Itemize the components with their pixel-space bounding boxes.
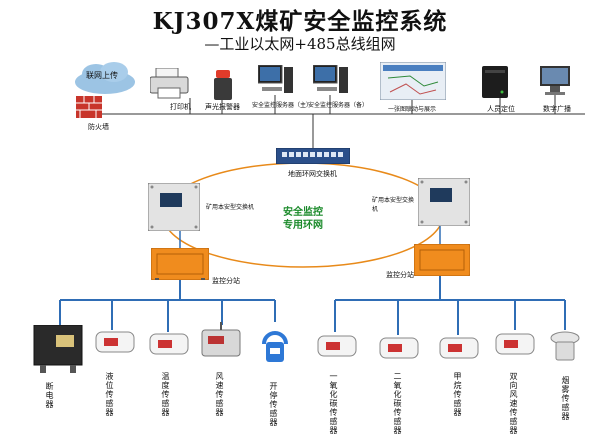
printer-icon — [150, 68, 189, 99]
firewall-icon — [76, 96, 102, 118]
server-backup-icon — [313, 65, 348, 93]
personnel-server-icon — [482, 66, 508, 98]
alarm-icon — [214, 70, 232, 100]
sensor-label-4: 开停传感器 — [269, 382, 278, 427]
ring-label-line2: 专用环网 — [283, 220, 323, 231]
ring-label: 安全监控 专用环网 — [268, 206, 338, 232]
sensor-label-7: 甲烷传感器 — [453, 372, 462, 417]
co-sensor-icon — [317, 335, 357, 357]
bidirectional-wind-sensor-icon — [495, 333, 535, 355]
page-subtitle: —工业以太网+485总线组网 — [204, 35, 396, 53]
sensor-label-6: 二氧化碳传感器 — [393, 372, 402, 435]
substation-right-icon — [414, 244, 470, 276]
substation-right-label: 监控分站 — [386, 271, 414, 279]
sensor-label-2: 温度传感器 — [161, 372, 170, 417]
page-title: KJ307X煤矿安全监控系统 — [152, 8, 448, 35]
mine-switch-left-icon — [148, 183, 200, 231]
mine-switch-right-label: 矿用本安型交换机 — [372, 197, 415, 213]
on-off-sensor-icon — [262, 331, 288, 362]
sensor-label-3: 风速传感器 — [215, 372, 224, 417]
cloud-icon — [75, 62, 135, 94]
sensor-label-8: 双向风速传感器 — [509, 372, 518, 435]
display-wall-icon — [380, 62, 446, 100]
ground-ring-switch-icon — [276, 148, 350, 164]
server-main-icon — [258, 65, 293, 93]
mine-switch-left-label: 矿用本安型交换机 — [206, 204, 255, 211]
alarm-label: 声光报警器 — [205, 103, 240, 111]
display-label: 一张图联动与展示 — [388, 106, 437, 113]
sensor-label-1: 液位传感器 — [105, 372, 114, 417]
ground-switch-label: 地面环网交换机 — [288, 170, 337, 178]
methane-sensor-icon — [439, 337, 479, 359]
broadcast-label: 数字广播 — [543, 105, 571, 113]
sensor-label-0: 断电器 — [45, 382, 54, 409]
printer-label: 打印机 — [170, 103, 191, 111]
firewall-label: 防火墙 — [88, 123, 109, 131]
level-sensor-icon — [95, 331, 135, 353]
substation-left-label: 监控分站 — [212, 277, 240, 285]
sensor-label-5: 一氧化碳传感器 — [329, 372, 338, 435]
breaker-box-icon — [33, 325, 83, 373]
personnel-label: 人员定位 — [487, 105, 515, 113]
co2-sensor-icon — [379, 337, 419, 359]
substation-left-icon — [151, 248, 209, 280]
smoke-sensor-icon — [550, 331, 580, 361]
temperature-sensor-icon — [149, 333, 189, 355]
server-backup-label: 安全监控服务器（备） — [308, 102, 369, 109]
server-main-label: 安全监控服务器（主） — [252, 102, 313, 109]
broadcast-terminal-icon — [540, 66, 570, 95]
sensor-label-9: 烟雾传感器 — [561, 376, 570, 421]
ring-label-line1: 安全监控 — [283, 207, 323, 218]
cloud-label: 联网上传 — [86, 71, 118, 80]
mine-switch-right-icon — [418, 178, 470, 226]
wind-speed-sensor-icon — [201, 322, 241, 357]
